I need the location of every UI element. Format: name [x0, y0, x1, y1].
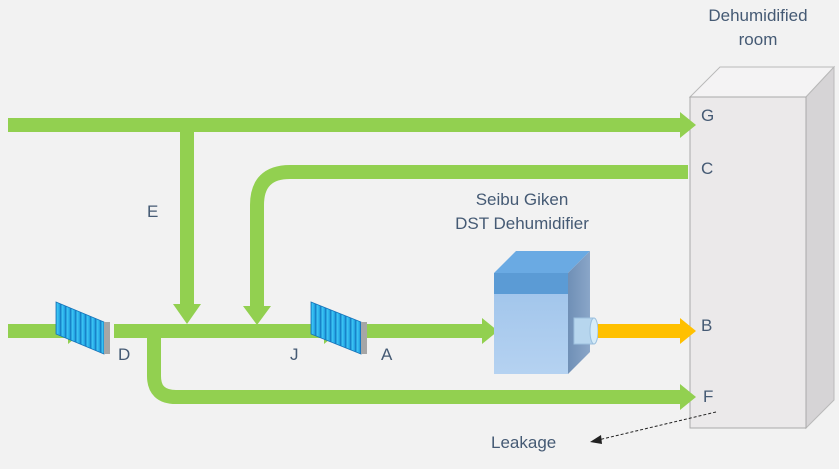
- dehumidifier-title: Seibu Giken DST Dehumidifier: [442, 190, 602, 234]
- flow-bypass-f: [147, 338, 696, 410]
- point-d-label: D: [118, 345, 131, 364]
- room-title: Dehumidified room: [690, 6, 826, 50]
- point-f-label: F: [703, 387, 714, 406]
- dehumidifier-title-line1: Seibu Giken: [475, 190, 569, 209]
- point-e-label: E: [147, 202, 159, 221]
- point-b-label: B: [701, 316, 713, 335]
- point-c-label: C: [701, 159, 714, 178]
- dehumidified-room: [688, 65, 836, 430]
- flow-line-g: [8, 112, 696, 138]
- flow-dry-air-b: [598, 318, 696, 344]
- room-title-line1: Dehumidified: [708, 6, 808, 25]
- point-g-label: G: [701, 106, 715, 125]
- flow-branch-e: [173, 125, 201, 324]
- leakage-label: Leakage: [491, 433, 557, 452]
- flow-return-c: [243, 165, 688, 325]
- dehumidifier-unit: [494, 251, 599, 374]
- leakage-arrow: [590, 411, 717, 444]
- room-title-line2: room: [738, 30, 778, 49]
- flow-main-line: [114, 318, 498, 344]
- filter-d: [55, 301, 110, 355]
- point-j-label: J: [290, 345, 299, 364]
- point-a-label: A: [381, 345, 393, 364]
- dehumidifier-title-line2: DST Dehumidifier: [455, 214, 589, 233]
- filter-a: [310, 301, 367, 355]
